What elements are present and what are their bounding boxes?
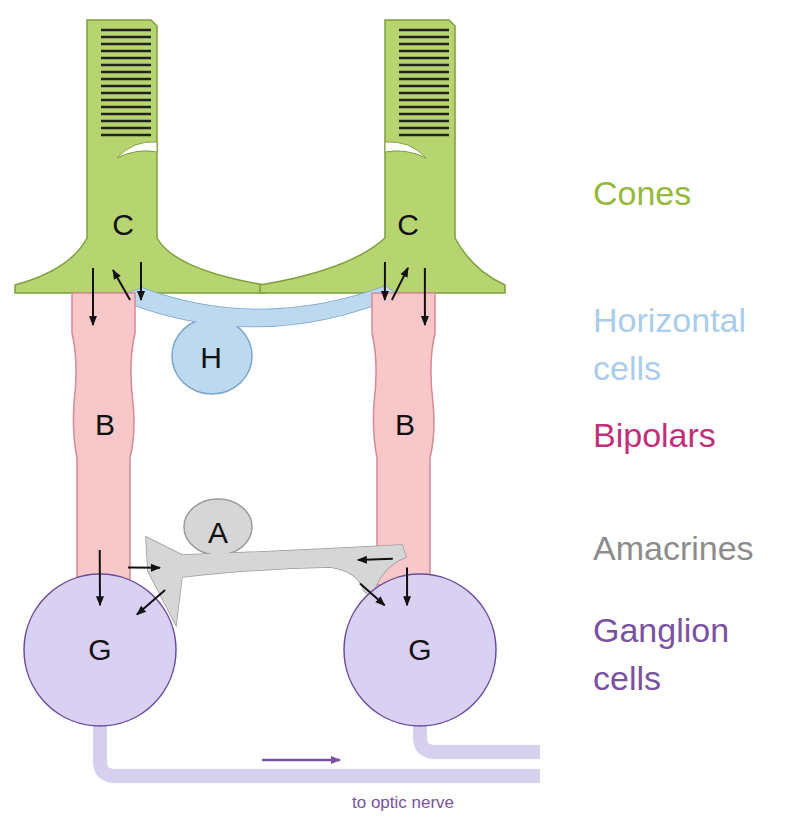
ganglion-outline [344,574,496,726]
horizontal-cell: H [120,280,400,398]
horizontal-body [172,318,252,394]
axon [100,715,540,776]
cell-letter: H [200,343,222,373]
synapse-arrow [140,262,142,300]
layer-label: Ganglion cells [593,606,803,702]
disc-stroke [399,134,449,137]
synapse-arrow [424,268,426,325]
disc-stroke [101,127,151,130]
disc-stroke [101,43,151,46]
signal-arrow [262,759,340,762]
disc-stroke [101,113,151,116]
bipolar-outline [72,293,135,585]
synapse-arrow [384,262,386,300]
disc-stroke [101,36,151,39]
layer-label: Amacrines [593,524,808,572]
disc-stroke [101,85,151,88]
ganglion-outline [24,574,176,726]
ganglion-cell: G [23,573,177,727]
synapse-arrow [406,567,408,605]
disc-stroke [101,106,151,109]
disc-stroke [399,50,449,53]
disc-stroke [399,57,449,60]
cone-cell: C [15,20,265,293]
disc-stroke [101,71,151,74]
disc-stroke [101,78,151,81]
horizontal-fill [126,286,398,327]
disc-stroke [101,64,151,67]
bipolar-cell: B [72,293,135,585]
disc-stroke [399,64,449,67]
cone-notch [117,142,157,158]
node-shape [260,20,505,293]
synapse-arrow [113,270,130,300]
disc-stroke [399,113,449,116]
disc-stroke [399,99,449,102]
cone-cell: C [260,20,505,293]
ganglion-cell: G [343,573,497,727]
disc-stroke [399,78,449,81]
cell-letter: A [208,518,228,548]
amacrine-fill [185,500,251,554]
synapse-arrow [99,550,101,605]
synapse-arrow [360,583,385,605]
disc-stroke [101,29,151,32]
horizontal-fill [173,319,251,393]
layer-label: Bipolars [593,411,803,459]
node-shape [120,280,400,398]
disc-stroke [399,120,449,123]
disc-stroke [101,92,151,95]
axon-label: to optic nerve [352,790,592,816]
horizontal-outline [126,286,398,327]
disc-stroke [399,92,449,95]
cell-letter: B [395,410,415,440]
amacrine-body [184,499,252,555]
node-shape [15,20,265,293]
disc-stroke [101,50,151,53]
cell-letter: G [408,635,431,665]
layer-label: Cones [593,169,803,217]
disc-stroke [101,120,151,123]
disc-stroke [101,57,151,60]
disc-stroke [399,71,449,74]
synapse-arrow [358,559,393,560]
disc-stroke [399,127,449,130]
cone-outline [15,20,265,293]
cell-letter: C [112,210,134,240]
bipolar-cell: B [372,293,435,585]
disc-stroke [399,43,449,46]
disc-stroke [399,36,449,39]
layer-label: Horizontal cells [593,296,803,392]
bipolar-outline [372,293,435,585]
cell-letter: G [88,635,111,665]
disc-stroke [101,99,151,102]
cell-letter: B [95,410,115,440]
synapse-arrow [392,268,408,300]
disc-stroke [101,134,151,137]
synapse-arrow [137,590,165,615]
synapse-arrow [92,268,94,325]
disc-stroke [399,29,449,32]
synapse-arrow [128,566,160,568]
cone-notch [385,142,426,158]
cone-outline [260,20,505,293]
disc-stroke [399,106,449,109]
cell-letter: C [397,210,419,240]
disc-stroke [399,85,449,88]
